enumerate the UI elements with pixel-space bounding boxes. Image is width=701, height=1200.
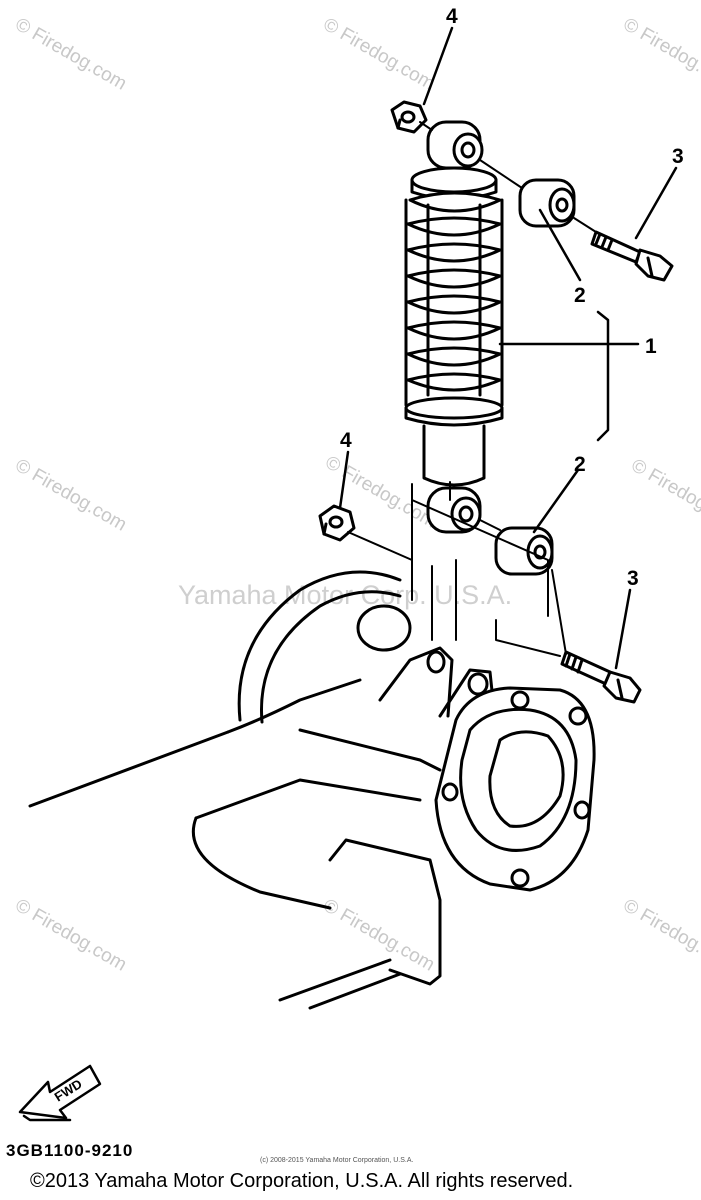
small-copyright: (c) 2008-2015 Yamaha Motor Corporation, … (260, 1157, 414, 1164)
nut-upper (390, 100, 428, 134)
fwd-arrow-icon (18, 1064, 102, 1122)
copyright-footer: ©2013 Yamaha Motor Corporation, U.S.A. A… (30, 1170, 574, 1192)
bolt-lower (560, 650, 642, 704)
bolt-upper (590, 230, 674, 282)
nut-lower (318, 504, 356, 542)
callout-2-lower: 2 (574, 453, 586, 476)
callout-2-upper: 2 (574, 284, 586, 307)
assembly-lines (347, 121, 597, 657)
bushing-upper (518, 178, 576, 228)
callout-3-upper: 3 (672, 145, 684, 168)
callout-4-lower: 4 (340, 429, 352, 452)
axle-housing (28, 570, 596, 1010)
callout-3-lower: 3 (627, 567, 639, 590)
part-code: 3GB1100-9210 (6, 1141, 134, 1160)
callout-4-upper: 4 (446, 5, 458, 28)
bushing-lower (494, 526, 554, 576)
shock-absorber (404, 120, 504, 534)
leader-lines (338, 26, 678, 670)
callout-1: 1 (645, 335, 657, 358)
